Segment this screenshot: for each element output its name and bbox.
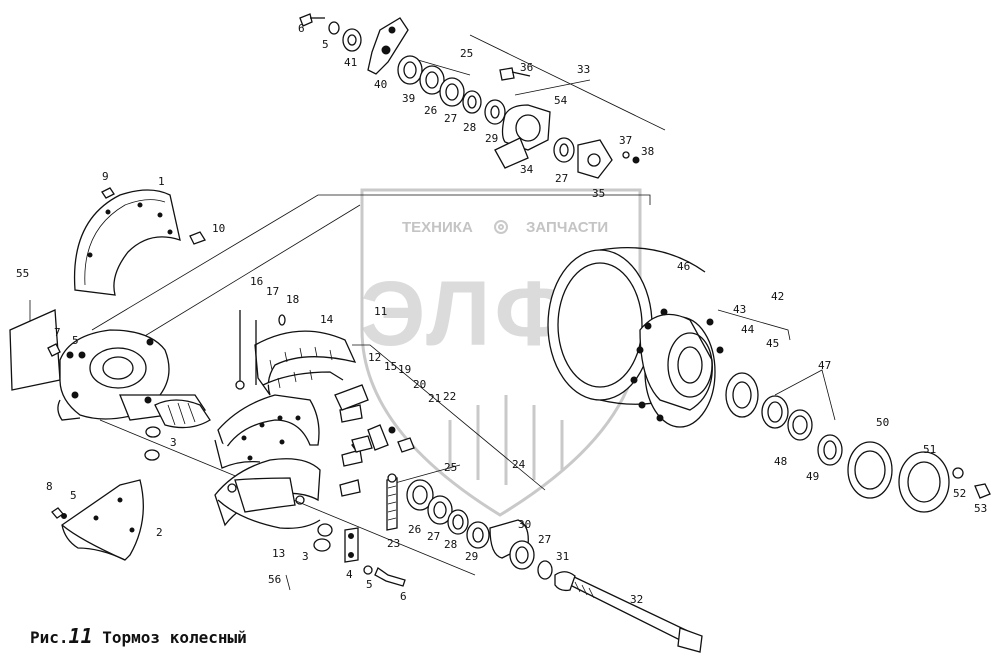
- gear-icon: [494, 220, 508, 234]
- callout-label: 44: [741, 323, 755, 336]
- watermark-text-left: ТЕХНИКА: [402, 219, 473, 236]
- callout-label: 54: [554, 94, 568, 107]
- callout-label: 27: [444, 112, 457, 125]
- callout-label: 11: [374, 305, 387, 318]
- callout-label: 40: [374, 78, 387, 91]
- callout-label: 15: [384, 360, 397, 373]
- callout-label: 33: [577, 63, 590, 76]
- adjusting-parts: [367, 424, 415, 531]
- callout-label: 6: [298, 22, 305, 35]
- callout-label: 16: [250, 275, 263, 288]
- callout-label: 35: [592, 187, 605, 200]
- callout-label: 47: [818, 359, 831, 372]
- callout-label: 29: [465, 550, 478, 563]
- watermark: ТЕХНИКА ЗАПЧАСТИ ЭЛФ: [360, 188, 642, 517]
- callout-label: 3: [170, 436, 177, 449]
- callout-labels: 1 2 3 3 4 5 5 5 5 6 6 7 8 9 10 11 12 13 …: [16, 22, 987, 606]
- callout-label: 1: [158, 175, 165, 188]
- callout-label: 2: [156, 526, 163, 539]
- callout-label: 21: [428, 392, 441, 405]
- camshaft-bracket: [494, 67, 640, 179]
- brake-shield-lower: [61, 479, 144, 561]
- callout-label: 56: [268, 573, 281, 586]
- callout-label: 25: [460, 47, 473, 60]
- callout-label: 5: [322, 38, 329, 51]
- caption-title: Тормоз колесный: [102, 628, 247, 647]
- callout-label: 46: [677, 260, 690, 273]
- callout-label: 52: [953, 487, 966, 500]
- brake-shoe-assembly: [214, 394, 321, 529]
- callout-label: 22: [443, 390, 456, 403]
- callout-label: 26: [424, 104, 437, 117]
- watermark-text-right: ЗАПЧАСТИ: [526, 219, 608, 236]
- small-fasteners-left: [47, 187, 206, 519]
- callout-label: 36: [520, 61, 533, 74]
- callout-label: 27: [427, 530, 440, 543]
- axle-shaft: [554, 571, 703, 653]
- callout-label: 5: [70, 489, 77, 502]
- callout-label: 19: [398, 363, 411, 376]
- expander-cam-shaft: [334, 384, 373, 453]
- grouping-lines: [29, 34, 836, 591]
- callout-label: 48: [774, 455, 787, 468]
- callout-label: 12: [368, 351, 381, 364]
- callout-label: 8: [46, 480, 53, 493]
- callout-label: 27: [555, 172, 568, 185]
- callout-label: 38: [641, 145, 654, 158]
- brake-drum: [547, 247, 724, 428]
- watermark-wheat-icon: [448, 395, 564, 485]
- callout-label: 14: [320, 313, 334, 326]
- callout-label: 28: [463, 121, 476, 134]
- callout-label: 23: [387, 537, 400, 550]
- callout-label: 28: [444, 538, 457, 551]
- callout-label: 20: [413, 378, 426, 391]
- callout-label: 39: [402, 92, 415, 105]
- callout-label: 18: [286, 293, 299, 306]
- callout-label: 53: [974, 502, 987, 515]
- callout-label: 7: [54, 326, 61, 339]
- callout-label: 27: [538, 533, 551, 546]
- callout-label: 4: [346, 568, 353, 581]
- callout-label: 34: [520, 163, 534, 176]
- callout-label: 51: [923, 443, 936, 456]
- callout-label: 10: [212, 222, 225, 235]
- brake-shield-upper: [73, 189, 181, 296]
- callout-label: 13: [272, 547, 285, 560]
- brake-lining: [254, 330, 357, 396]
- callout-label: 5: [366, 578, 373, 591]
- callout-label: 49: [806, 470, 819, 483]
- top-bearing-chain: [299, 13, 506, 125]
- callout-label: 9: [102, 170, 109, 183]
- hub-bearings-lower: [406, 479, 553, 580]
- callout-label: 55: [16, 267, 29, 280]
- callout-label: 42: [771, 290, 784, 303]
- callout-label: 31: [556, 550, 569, 563]
- callout-label: 50: [876, 416, 889, 429]
- callout-label: 24: [512, 458, 526, 471]
- bottom-fasteners: [313, 523, 406, 587]
- callout-label: 5: [72, 334, 79, 347]
- callout-label: 45: [766, 337, 779, 350]
- callout-label: 41: [344, 56, 357, 69]
- hub-end-parts: [725, 372, 991, 513]
- callout-label: 26: [408, 523, 421, 536]
- callout-label: 29: [485, 132, 498, 145]
- caption-prefix: Рис.: [30, 628, 69, 647]
- callout-label: 17: [266, 285, 279, 298]
- callout-label: 32: [630, 593, 643, 606]
- callout-label: 25: [444, 461, 457, 474]
- callout-label: 43: [733, 303, 746, 316]
- figure-caption: Рис.11 Тормоз колесный: [30, 624, 247, 648]
- callout-label: 6: [400, 590, 407, 603]
- callout-label: 3: [302, 550, 309, 563]
- callout-label: 37: [619, 134, 632, 147]
- callout-label: 30: [518, 518, 531, 531]
- caption-number: 11: [68, 624, 93, 648]
- axle-housing: [9, 309, 211, 429]
- watermark-logo-text: ЭЛФ: [360, 263, 577, 365]
